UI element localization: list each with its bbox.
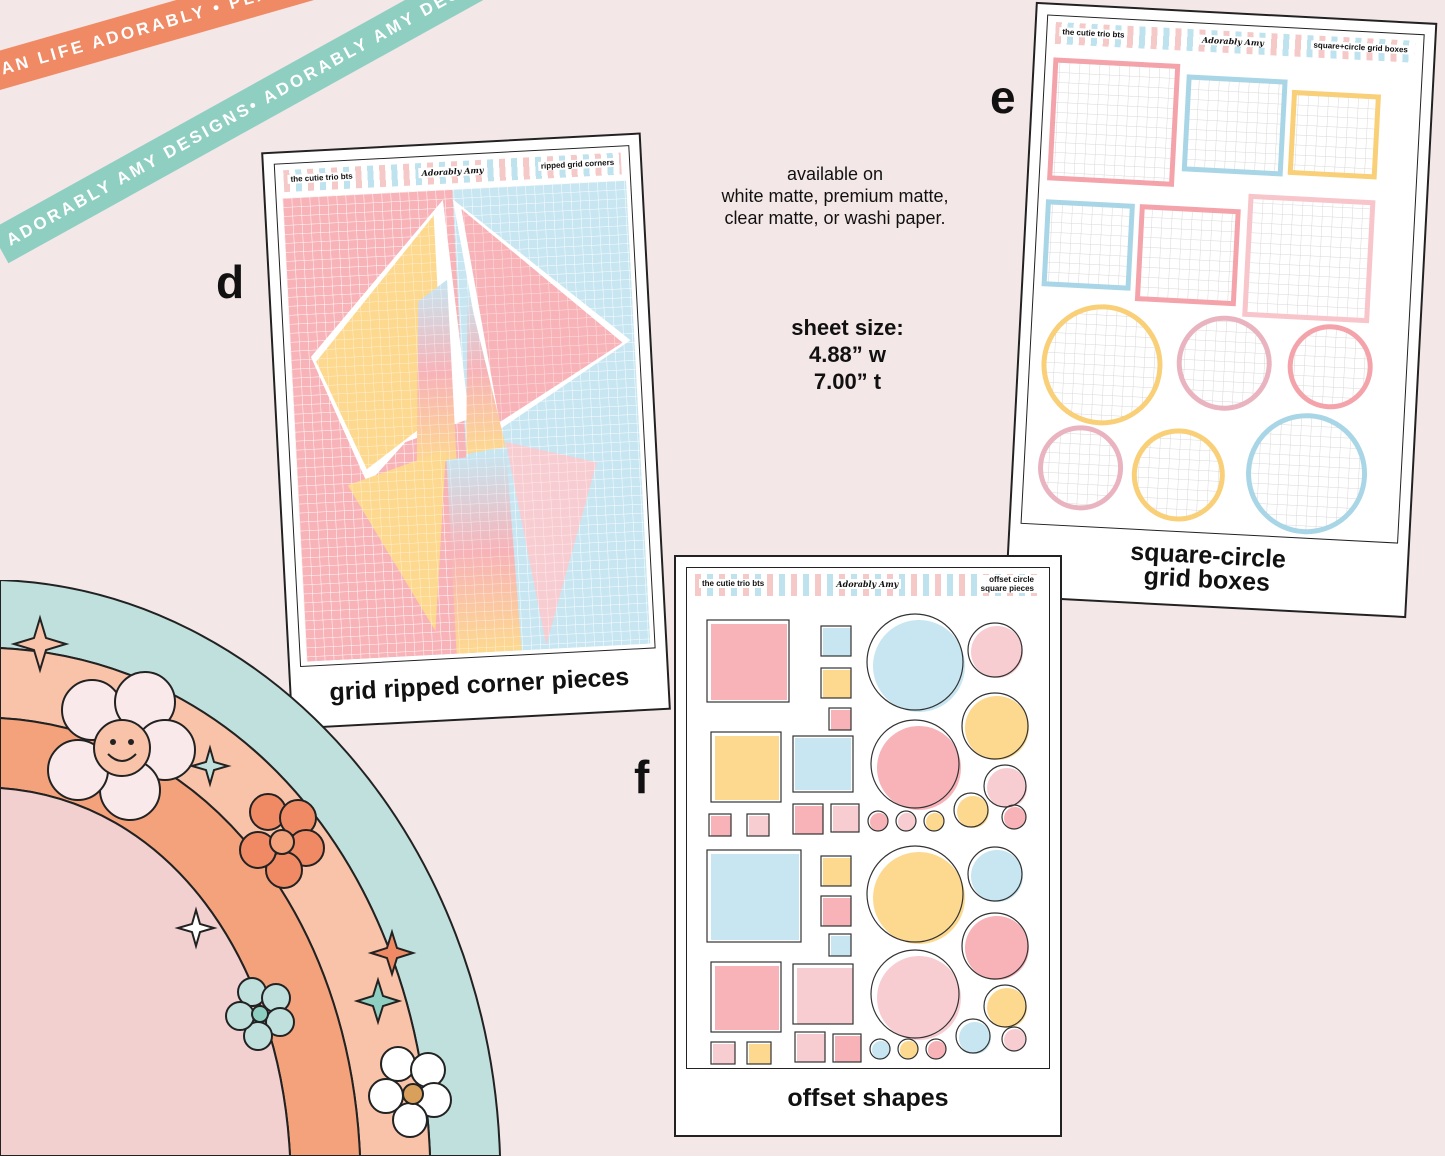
- sheet-e-header-name: square+circle grid boxes: [1310, 40, 1412, 55]
- sheet-f-header-name-line-1: offset circle: [989, 575, 1034, 584]
- flower-icon: [225, 977, 295, 1051]
- label-e: e: [990, 71, 1016, 123]
- sheet-d-ripped-grid-corners: the cutie trio bts Adorably Amy ripped g…: [261, 132, 671, 730]
- square-grid-boxes: [1041, 57, 1381, 324]
- label-f: f: [634, 751, 650, 803]
- sheet-f-frame: the cutie trio bts Adorably Amy offset c…: [686, 567, 1050, 1069]
- sheet-size-title: sheet size:: [791, 315, 904, 340]
- circle-grid-boxes: [1038, 304, 1373, 535]
- flower-icon: [368, 1046, 452, 1138]
- rainbow-decoration: [0, 580, 502, 1156]
- sparkle-icon: [174, 906, 218, 950]
- sheet-d-header-title: the cutie trio bts: [287, 171, 356, 184]
- sparkle-icon: [188, 744, 232, 788]
- sheet-e-frame: the cutie trio bts Adorably Amy square+c…: [1020, 14, 1425, 544]
- sheet-d-header-name: ripped grid corners: [537, 157, 618, 171]
- sheet-f-header-title: the cutie trio bts: [699, 579, 768, 588]
- flower-icon: [239, 793, 325, 889]
- sheet-d-frame: the cutie trio bts Adorably Amy ripped g…: [273, 145, 656, 668]
- sheet-e-square-circle-grid-boxes: the cutie trio bts Adorably Amy square+c…: [1004, 1, 1438, 619]
- sheet-e-header-title: the cutie trio bts: [1059, 27, 1128, 40]
- brand-logo: Adorably Amy: [833, 579, 902, 589]
- sheet-f-offset-shapes: the cutie trio bts Adorably Amy offset c…: [674, 555, 1062, 1137]
- availability-line-1: available on: [786, 164, 884, 184]
- sparkle-icon: [367, 928, 417, 978]
- sheet-f-header: the cutie trio bts Adorably Amy offset c…: [695, 574, 1041, 596]
- offset-shapes-artwork: [706, 613, 1029, 1065]
- availability-info: available on white matte, premium matte,…: [690, 163, 980, 229]
- sheet-size-info: sheet size: 4.88” w 7.00” t: [750, 314, 945, 395]
- sparkle-icon: [10, 614, 70, 674]
- sheet-size-width: 4.88” w: [808, 342, 887, 367]
- grid-boxes-artwork: [1038, 57, 1381, 535]
- sheet-f-caption: offset shapes: [787, 1084, 949, 1112]
- sheet-f-header-name: offset circle square pieces: [977, 575, 1037, 593]
- sparkle-icon: [353, 976, 403, 1026]
- sheet-f-header-name-line-2: square pieces: [980, 584, 1034, 593]
- sheet-e-caption: square-circle grid boxes: [1008, 533, 1408, 602]
- sheet-size-height: 7.00” t: [813, 369, 882, 394]
- availability-line-2: white matte, premium matte,: [721, 186, 949, 206]
- smiley-flower-icon: [47, 671, 196, 821]
- availability-line-3: clear matte, or washi paper.: [724, 208, 946, 228]
- label-d: d: [216, 256, 245, 308]
- ripped-corner-artwork: [282, 180, 651, 662]
- brand-logo: Adorably Amy: [418, 164, 487, 179]
- brand-logo: Adorably Amy: [1198, 34, 1268, 49]
